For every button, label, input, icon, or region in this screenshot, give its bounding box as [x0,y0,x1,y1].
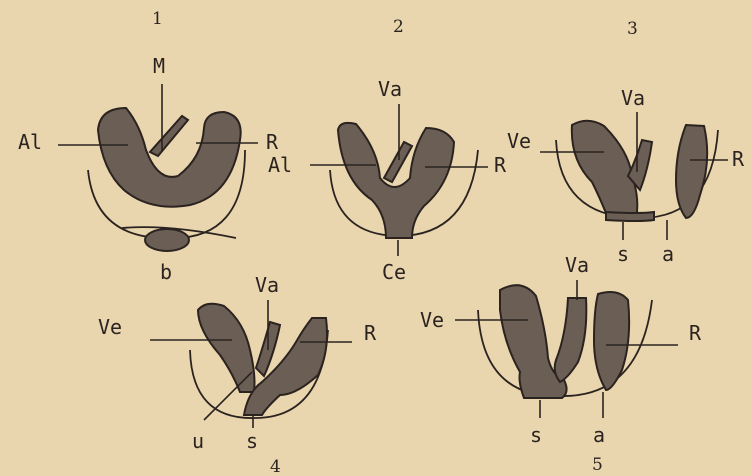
panel-1-number: 1 [152,9,163,29]
panel-5-label-s: s [530,423,542,447]
panel-5-Va-duct [555,298,587,382]
panel-2-label-Ce: Ce [382,260,406,284]
panel-3-base [606,212,654,221]
panel-1: 1 M Al R b [18,9,279,284]
panel-1-label-Al: Al [18,130,42,154]
panel-4-label-s: s [246,429,258,453]
panel-5-label-Ve: Ve [420,308,444,332]
panel-3-label-Ve: Ve [507,129,531,153]
panel-4-label-Ve: Ve [98,315,122,339]
panel-4-number: 4 [270,457,281,476]
panel-4-label-Va: Va [255,273,279,297]
panel-5: 5 Va Ve R s a [420,253,702,475]
panel-1-M-duct [150,116,188,156]
panel-1-label-b: b [160,260,172,284]
panel-2-label-R: R [494,153,507,177]
panel-2-Va-duct [384,142,412,182]
panel-5-R-sac [594,292,629,390]
panel-1-b-bulb [145,229,189,251]
panel-3-label-R: R [732,147,745,171]
panel-2: 2 Va Al R Ce [268,17,507,284]
panel-5-label-a: a [593,423,605,447]
panel-3: 3 Va Ve R s a [507,19,745,266]
panel-3-label-a: a [662,242,674,266]
panel-3-Ve-sac [572,121,638,218]
panel-5-label-R: R [689,321,702,345]
panel-4-label-u: u [192,429,204,453]
panel-3-number: 3 [627,19,638,39]
panel-2-label-Al: Al [268,153,292,177]
panel-4-label-R: R [364,321,377,345]
panel-1-u-shaped-organ [98,108,241,207]
panel-5-number: 5 [592,455,603,475]
panel-1-label-R: R [266,130,279,154]
panel-2-y-shaped-organ [338,123,454,238]
panel-3-R-sac [676,125,707,218]
panel-2-label-Va: Va [378,77,402,101]
panel-1-label-M: M [153,54,165,78]
panel-2-number: 2 [393,17,404,37]
panel-4: 4 Va Ve R u s [98,273,377,476]
panel-5-label-Va: Va [565,253,589,277]
panel-3-label-Va: Va [621,86,645,110]
panel-5-Ve-sac [500,285,567,398]
panel-3-label-s: s [617,242,629,266]
